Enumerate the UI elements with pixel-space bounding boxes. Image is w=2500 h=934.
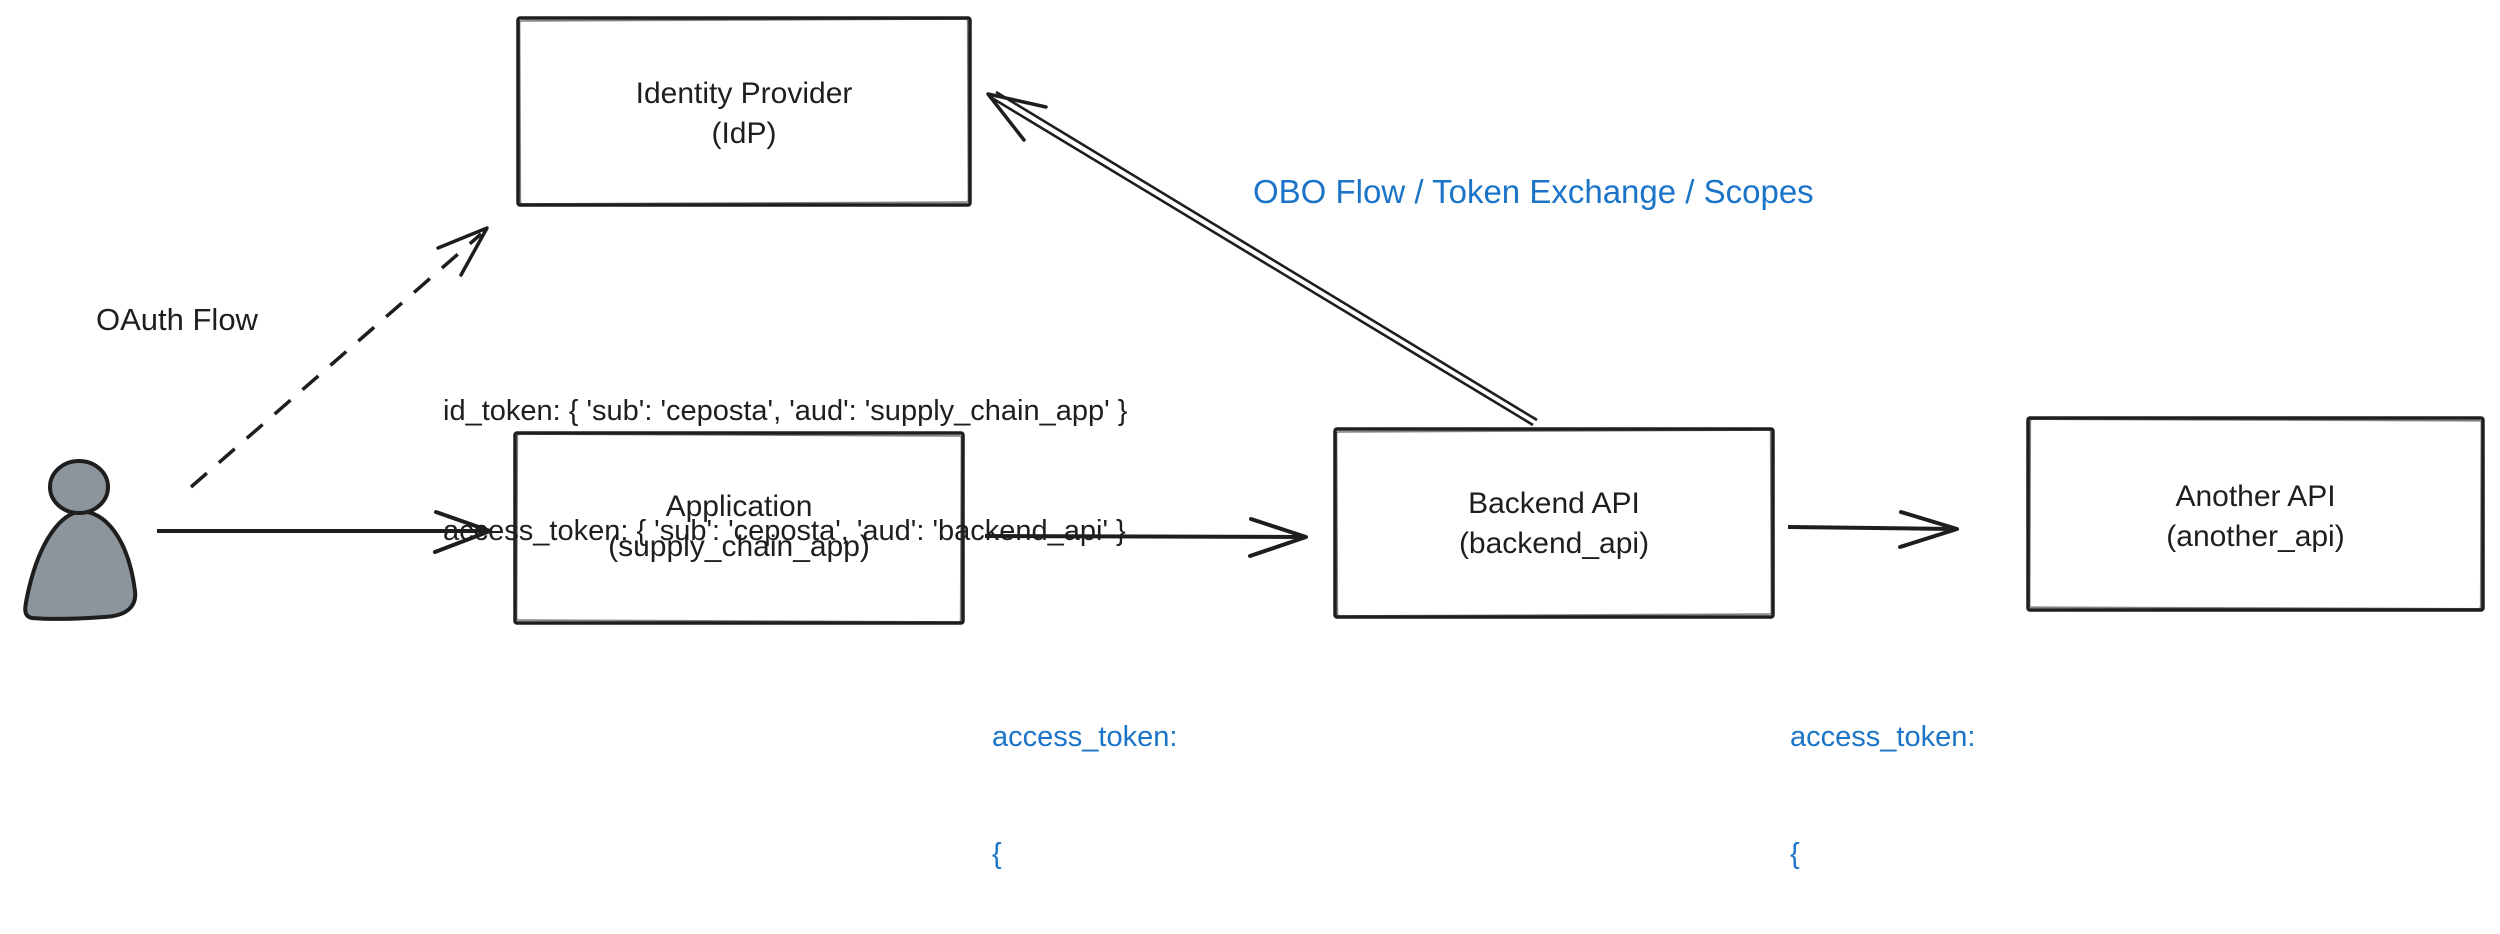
another-api-label: Another API (another_api) <box>2028 477 2483 557</box>
application-box <box>513 431 965 625</box>
token-line: access_token: <box>1790 721 1976 753</box>
oauth-flow-label: OAuth Flow <box>96 302 258 337</box>
access-token-line: access_token: { 'sub': 'ceposta', 'aud':… <box>443 515 1126 547</box>
idp-issued-tokens-text: id_token: { 'sub': 'ceposta', 'aud': 'su… <box>443 311 1127 631</box>
backend-access-token-block: access_token: { 'sub': 'ceposta', 'aud':… <box>992 640 1361 934</box>
arrow-backend-to-another <box>1787 510 1959 549</box>
another-access-token-block: access_token: { 'sub': 'ceposta', 'aud':… <box>1790 640 2163 934</box>
another-api-label-line2: (another_api) <box>2166 520 2345 553</box>
arrow-obo-backend-to-idp <box>986 90 1538 427</box>
backend-api-label-line2: (backend_api) <box>1458 527 1650 560</box>
user-icon <box>23 459 138 621</box>
application-label: Application (supply_chain_app) <box>515 487 963 567</box>
id-token-line: id_token: { 'sub': 'ceposta', 'aud': 'su… <box>443 395 1128 427</box>
another-api-box <box>2026 416 2485 612</box>
token-line: { <box>1790 838 1800 870</box>
obo-flow-label: OBO Flow / Token Exchange / Scopes <box>1253 173 1814 210</box>
application-label-line1: Application <box>665 490 813 523</box>
backend-api-label: Backend API (backend_api) <box>1335 484 1773 564</box>
backend-api-box <box>1333 427 1775 619</box>
idp-box <box>516 16 972 207</box>
idp-label-line2: (IdP) <box>711 117 777 150</box>
idp-label: Identity Provider (IdP) <box>518 74 970 154</box>
arrow-application-to-backend <box>984 517 1308 558</box>
idp-label-line1: Identity Provider <box>635 77 853 110</box>
application-label-line2: (supply_chain_app) <box>608 530 870 563</box>
backend-api-label-line1: Backend API <box>1468 487 1640 520</box>
arrow-dashed-user-to-idp <box>189 226 489 489</box>
token-line: { <box>992 838 1002 870</box>
arrow-user-to-application <box>157 510 492 554</box>
another-api-label-line1: Another API <box>2175 480 2336 513</box>
token-line: access_token: <box>992 721 1178 753</box>
